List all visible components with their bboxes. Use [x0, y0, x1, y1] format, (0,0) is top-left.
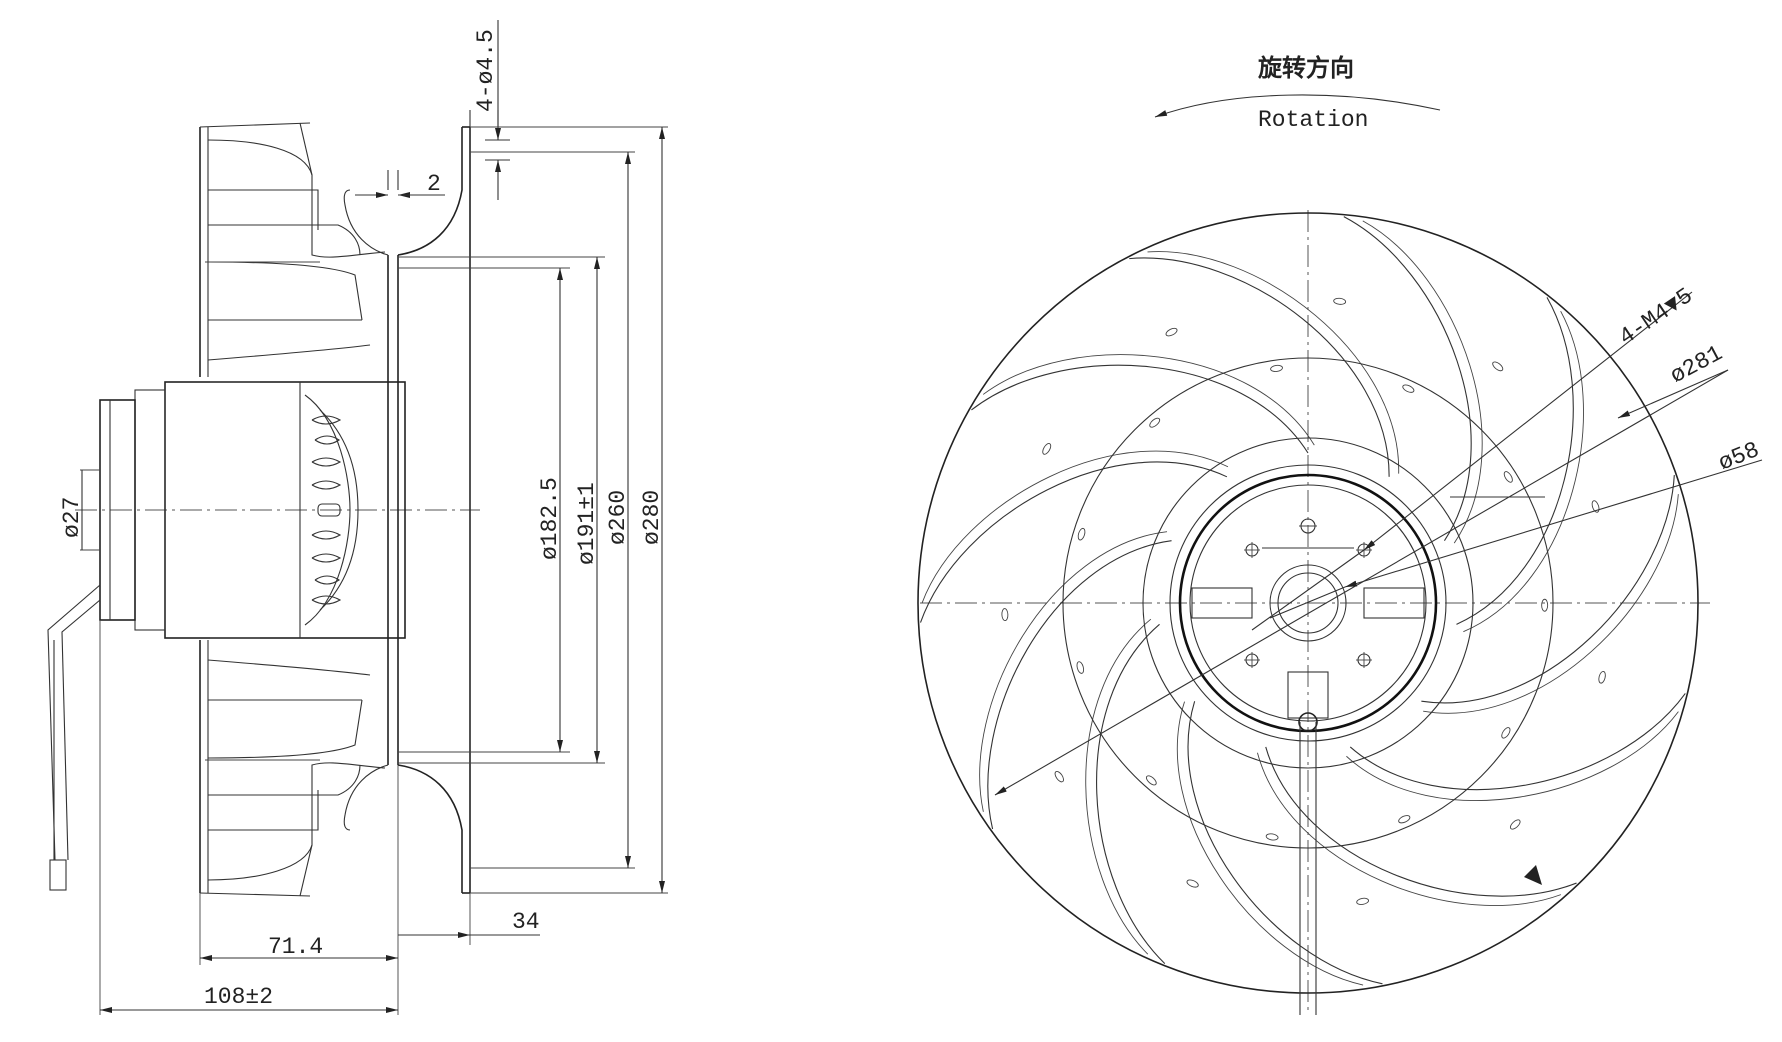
impeller-blade-edge — [1423, 494, 1679, 714]
dim-overall-depth: 108±2 — [204, 984, 273, 1010]
impeller-blade — [1096, 623, 1166, 965]
blade-rivet — [1398, 815, 1411, 824]
impeller-blade-edge — [1463, 310, 1584, 633]
impeller-blades — [919, 216, 1686, 986]
blade-rivet — [1503, 471, 1513, 483]
blade-rivet — [1509, 819, 1521, 830]
motor-body — [99, 381, 406, 639]
impeller-outline — [917, 212, 1699, 994]
cable-gland — [1287, 671, 1329, 719]
front-view: 旋转方向 Rotation — [917, 54, 1763, 1015]
front-dimension-lines — [994, 291, 1763, 796]
blade-rivet — [1001, 608, 1009, 622]
rotation-label-cn: 旋转方向 — [1257, 54, 1354, 82]
impeller-blade — [1187, 701, 1383, 985]
rotation-label-en: Rotation — [1258, 107, 1368, 133]
shroud-ring — [1062, 357, 1554, 849]
impeller-blade-edge — [982, 354, 1315, 446]
blade-rivet — [1145, 775, 1157, 786]
dim-flange-thickness: 2 — [427, 171, 441, 197]
inlet-ring — [343, 126, 471, 894]
impeller-blade-edge — [1176, 701, 1364, 986]
blade-rivet — [1356, 897, 1370, 905]
dim-shaft-diameter: ø27 — [59, 497, 85, 538]
blade-rivet — [1333, 297, 1347, 305]
impeller-side-profile — [199, 122, 386, 897]
rotation-arrow — [1154, 94, 1441, 118]
blade-rivet — [1598, 670, 1606, 684]
impeller-blade-edge — [1085, 618, 1152, 955]
blade-rivet — [1402, 384, 1415, 393]
dim-impeller-diameter: ø281 — [1666, 340, 1727, 389]
dim-hub-diameter: ø58 — [1715, 437, 1763, 477]
blade-rivet — [1165, 327, 1178, 337]
dim-inlet-diameter: ø182.5 — [537, 477, 563, 560]
impeller-blade — [919, 461, 1228, 623]
impeller-blade-edge — [979, 531, 1168, 812]
impeller-blade-edge — [1147, 251, 1400, 474]
blade-rivet — [1591, 500, 1600, 513]
side-view: 4-ø4.5 2 ø27 ø182.5 ø191±1 ø260 ø280 71.… — [47, 20, 668, 1015]
blade-rivet — [1076, 661, 1085, 674]
dim-flange-inner-diameter: ø260 — [605, 490, 631, 545]
balance-mark — [1524, 865, 1542, 885]
impeller-blade — [1456, 297, 1574, 625]
impeller-blade-edge — [1362, 220, 1483, 544]
impeller-blade-edge — [1257, 752, 1562, 907]
blade-rivet — [1541, 598, 1549, 612]
blade-rivet — [1492, 361, 1504, 372]
blade-rivet — [1501, 727, 1511, 739]
dim-hole-pattern: 4-ø4.5 — [473, 29, 499, 112]
blade-rivet — [1186, 879, 1199, 888]
impeller-blade — [971, 364, 1309, 454]
blade-rivet — [1042, 443, 1052, 455]
blade-rivet — [1270, 364, 1283, 372]
impeller-blade — [987, 540, 1172, 830]
impeller-blade-edge — [1346, 711, 1679, 801]
impeller-blade — [1265, 746, 1577, 897]
blade-rivet — [1054, 770, 1064, 783]
blade-rivet — [1077, 527, 1086, 541]
dim-inlet-depth: 34 — [512, 909, 540, 935]
blade-rivet — [1265, 833, 1279, 841]
cable — [47, 584, 101, 891]
dim-motor-depth: 71.4 — [268, 934, 323, 960]
dim-mount-threads: 4-M4▼5 — [1614, 283, 1697, 351]
motor-vent-slots — [311, 415, 342, 605]
blade-rivet — [1149, 417, 1161, 428]
impeller-blade — [1349, 693, 1686, 791]
dim-flange-outer-diameter: ø280 — [639, 490, 665, 545]
dim-ring-diameter: ø191±1 — [574, 482, 600, 565]
impeller-blade — [1129, 257, 1390, 477]
impeller-blade-edge — [921, 450, 1229, 604]
side-dimension-lines — [80, 20, 668, 1015]
impeller-blade — [1421, 475, 1675, 704]
